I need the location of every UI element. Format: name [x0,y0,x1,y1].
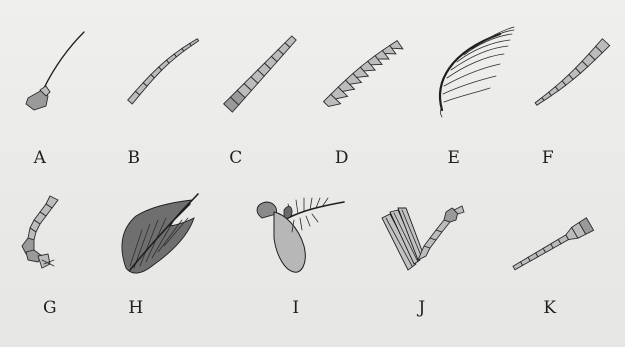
figure-label-h: H [116,298,156,318]
figure-label-j: J [402,298,442,318]
antenna-drawing-e [430,22,518,122]
antenna-drawing-g [8,190,96,290]
antenna-segment [182,43,191,51]
figure-label-d: D [322,148,362,168]
figure-label-f: F [528,148,568,168]
antenna-drawing-h [112,190,200,290]
figure-label-a: A [20,148,60,168]
antenna-segment [390,41,403,49]
figure-label-i: I [276,298,316,318]
figure-label-g: G [30,298,70,318]
antenna-drawing-i [248,188,336,288]
antenna-drawing-a [18,28,106,128]
antenna-drawing-c [218,28,306,128]
figure-label-e: E [434,148,474,168]
antenna-drawing-d [318,28,406,128]
antenna-drawing-b [118,28,206,128]
figure-label-k: K [530,298,570,318]
antenna-drawing-j [378,200,466,300]
antenna-drawing-f [530,32,618,132]
antenna-drawing-k [508,208,596,308]
antenna-segment [190,39,199,46]
figure-label-b: B [114,148,154,168]
figure-label-c: C [216,148,256,168]
